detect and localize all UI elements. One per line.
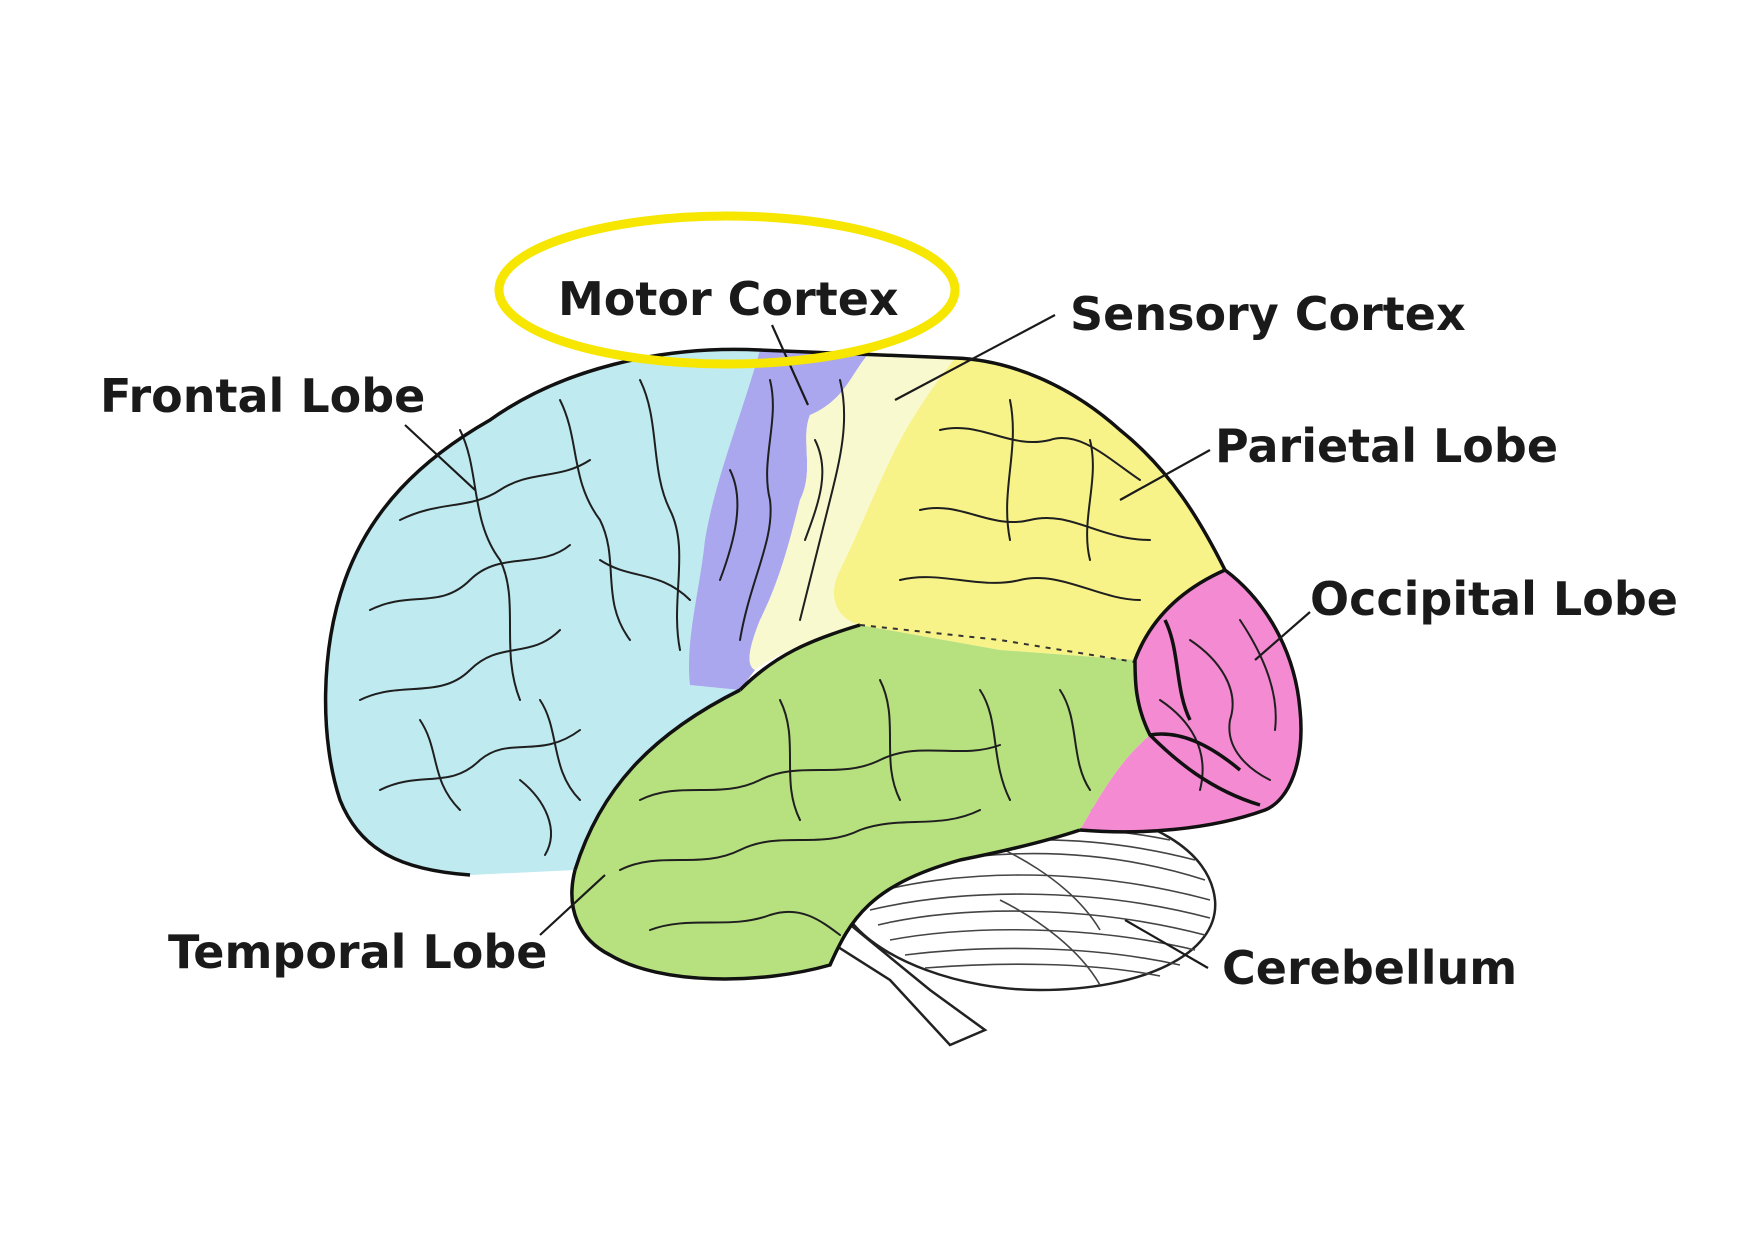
label-parietal-lobe: Parietal Lobe xyxy=(1215,419,1558,473)
frontal-lobe xyxy=(325,349,760,875)
motor-cortex xyxy=(688,350,870,690)
leader-lines xyxy=(404,314,1311,969)
label-cerebellum: Cerebellum xyxy=(1222,941,1517,995)
parietal-temporal-boundary xyxy=(859,624,1136,663)
parietal-lobe xyxy=(833,358,1225,660)
occipital-lobe xyxy=(1080,570,1301,832)
highlight-ellipse xyxy=(494,211,960,369)
label-motor-cortex: Motor Cortex xyxy=(558,272,899,326)
cortical-folds xyxy=(359,379,1277,936)
brain-outline xyxy=(323,347,1303,981)
temporal-lobe xyxy=(571,625,1150,979)
label-sensory-cortex: Sensory Cortex xyxy=(1070,287,1466,341)
label-occipital-lobe: Occipital Lobe xyxy=(1310,572,1678,626)
label-frontal-lobe: Frontal Lobe xyxy=(100,369,425,423)
sensory-cortex xyxy=(749,352,955,670)
label-temporal-lobe: Temporal Lobe xyxy=(168,925,547,979)
